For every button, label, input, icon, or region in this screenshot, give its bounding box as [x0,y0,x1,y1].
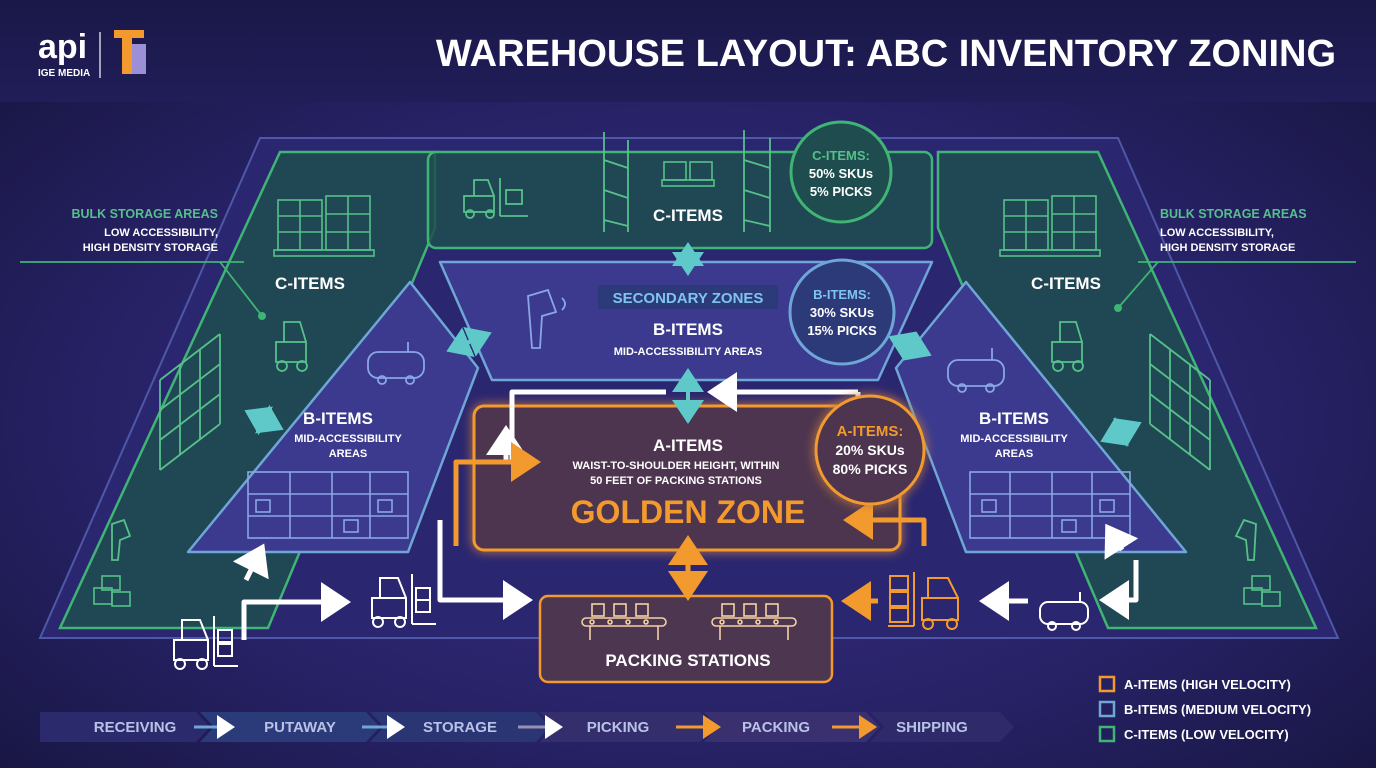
stat-b-head: B-ITEMS: [813,287,871,302]
callout-bulk-right-line2: HIGH DENSITY STORAGE [1160,242,1295,254]
brand-logo: api IGE MEDIA [38,28,146,79]
stat-circle-b: B-ITEMS: 30% SKUs 15% PICKS [788,258,896,366]
stat-c-head: C-ITEMS: [812,148,870,163]
legend-swatch [1098,725,1116,743]
header-band [0,0,1376,102]
boxes-icon [93,575,131,607]
zone-connectors [244,242,1142,447]
legend-swatch [1098,700,1116,718]
flow-step-putaway: PUTAWAY [264,719,336,736]
zone-b-left-sub1: MID-ACCESSIBILITY [294,433,402,445]
zone-c-left-label: C-ITEMS [275,274,345,293]
zone-c-right-label: C-ITEMS [1031,274,1101,293]
zone-golden-sub1: WAIST-TO-SHOULDER HEIGHT, WITHIN [573,460,780,472]
brand-mark-icon [114,30,146,74]
zone-b-center-sub: MID-ACCESSIBILITY AREAS [614,346,763,358]
zone-packing-label: PACKING STATIONS [605,651,770,670]
zone-packing: PACKING STATIONS [538,594,834,684]
stat-c-skus: 50% SKUs [809,166,873,181]
legend-label: B-ITEMS (MEDIUM VELOCITY) [1124,702,1311,717]
conveyor-icon [581,603,667,640]
scanner-icon [527,288,566,349]
legend-label: C-ITEMS (LOW VELOCITY) [1124,727,1289,742]
flow-step-receiving: RECEIVING [94,719,177,736]
page-title: WAREHOUSE LAYOUT: ABC INVENTORY ZONING [436,33,1336,75]
forklift-icon [275,321,308,372]
stat-circle-a: A-ITEMS: 20% SKUs 80% PICKS [814,394,926,506]
zone-c-top-label: C-ITEMS [653,206,723,225]
legend-swatch [1098,675,1116,693]
rack-icon [159,333,221,471]
stat-a-skus: 20% SKUs [835,442,904,458]
brand-sub: IGE MEDIA [38,68,90,79]
callout-bulk-left-line1: LOW ACCESSIBILITY, [104,227,218,239]
stat-b-picks: 15% PICKS [807,323,877,338]
rack-icon [603,132,629,232]
stat-c-picks: 5% PICKS [810,184,872,199]
brand-name: api [38,28,87,66]
stat-circle-c: C-ITEMS: 50% SKUs 5% PICKS [789,120,893,224]
stat-a-picks: 80% PICKS [833,461,908,477]
zone-c-right: C-ITEMS [936,150,1318,630]
zone-b-right-sub1: MID-ACCESSIBILITY [960,433,1068,445]
zone-b-left-label: B-ITEMS [303,409,373,428]
agv-robot-icon [367,342,425,385]
rack-icon [743,130,771,232]
agv-robot-icon [947,348,1005,393]
scanner-icon [111,518,132,561]
process-flow-bar: RECEIVING PUTAWAY STORAGE PICKING PACKIN… [40,712,1014,742]
conveyor-icon [711,603,797,640]
agv-robot-icon [1039,592,1089,631]
shelving-icon [969,471,1131,539]
legend-label: A-ITEMS (HIGH VELOCITY) [1124,677,1291,692]
callout-bulk-left-line2: HIGH DENSITY STORAGE [83,242,218,254]
flow-arrows-receiving [232,372,1139,640]
legend-item-c: C-ITEMS (LOW VELOCITY) [1098,725,1289,743]
flow-step-picking: PICKING [587,719,650,736]
stat-b-skus: 30% SKUs [810,305,874,320]
zone-golden-title: GOLDEN ZONE [571,494,806,530]
forklift-icon [463,178,528,219]
forklift-icon [1051,321,1084,372]
boxes-icon [1243,575,1281,607]
scanner-icon [1234,518,1257,561]
zone-golden: A-ITEMS WAIST-TO-SHOULDER HEIGHT, WITHIN… [472,404,902,552]
legend-item-b: B-ITEMS (MEDIUM VELOCITY) [1098,700,1311,718]
stat-a-head: A-ITEMS: [837,423,904,440]
zone-b-left-sub2: AREAS [329,448,368,460]
callout-bulk-left: BULK STORAGE AREAS LOW ACCESSIBILITY, HI… [20,207,266,320]
legend: A-ITEMS (HIGH VELOCITY) B-ITEMS (MEDIUM … [1098,675,1311,743]
zone-b-center-label: B-ITEMS [653,320,723,339]
pallet-stack-icon [999,195,1101,257]
legend-item-a: A-ITEMS (HIGH VELOCITY) [1098,675,1291,693]
flow-arrows-golden [453,442,927,621]
forklift-icon [888,572,959,630]
rack-icon [1149,333,1211,471]
callout-bulk-right-line1: LOW ACCESSIBILITY, [1160,227,1274,239]
callout-bulk-right: BULK STORAGE AREAS LOW ACCESSIBILITY, HI… [1114,207,1356,312]
flow-step-storage: STORAGE [423,719,497,736]
zone-b-right-sub2: AREAS [995,448,1034,460]
zone-golden-sub2: 50 FEET OF PACKING STATIONS [590,475,762,487]
flow-step-shipping: SHIPPING [896,719,968,736]
forklift-icon [173,616,238,670]
pallet-stack-icon [273,195,375,257]
zone-b-right-label: B-ITEMS [979,409,1049,428]
zone-b-center-tag: SECONDARY ZONES [613,290,764,307]
shelving-icon [247,471,409,539]
pallet-boxes-icon [661,161,715,187]
zone-golden-label: A-ITEMS [653,436,723,455]
callout-bulk-right-title: BULK STORAGE AREAS [1160,207,1307,221]
forklift-icon [371,574,436,628]
flow-step-packing: PACKING [742,719,810,736]
callout-bulk-left-title: BULK STORAGE AREAS [71,207,218,221]
